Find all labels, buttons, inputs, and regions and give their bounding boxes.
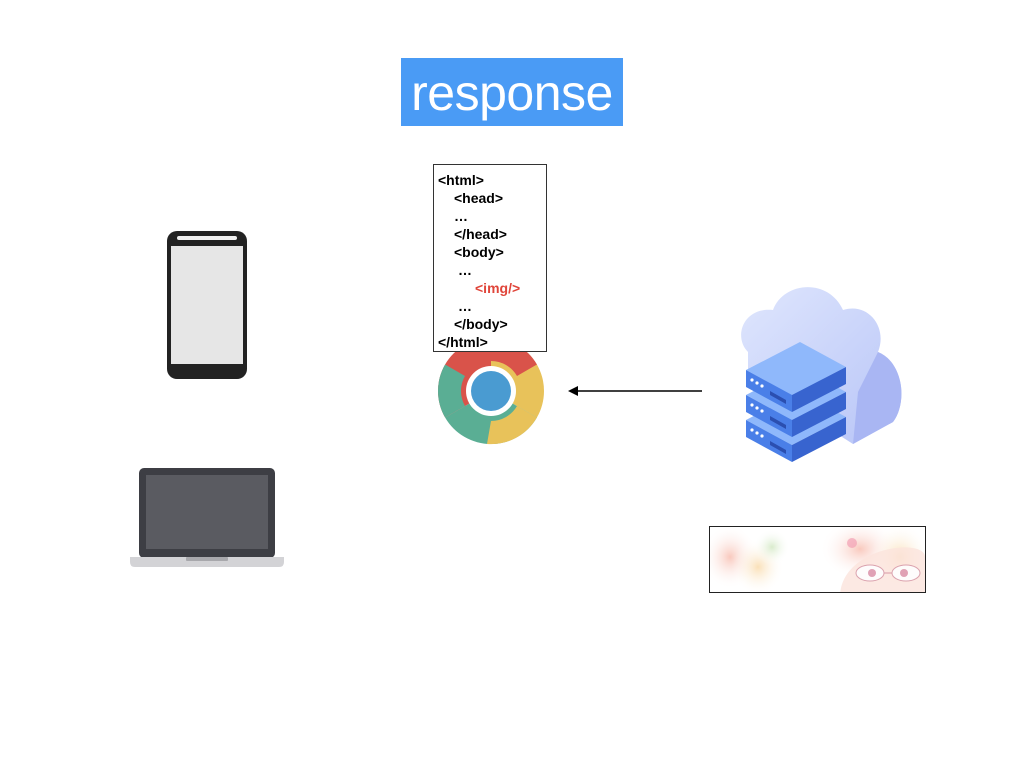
- code-line: …: [458, 262, 472, 278]
- slide-title: response: [401, 58, 623, 126]
- code-line: <html>: [438, 172, 484, 188]
- code-line-img: <img/>: [475, 280, 521, 296]
- code-line: </html>: [438, 334, 488, 350]
- response-arrow: [568, 386, 702, 396]
- code-line: </head>: [454, 226, 507, 242]
- laptop-icon: [130, 468, 284, 567]
- chrome-browser-icon: [437, 338, 545, 445]
- code-line: …: [454, 208, 468, 224]
- code-line: …: [458, 298, 472, 314]
- image-thumbnail: [709, 526, 926, 593]
- code-line: <head>: [454, 190, 504, 206]
- code-line: </body>: [454, 316, 508, 332]
- html-code-box: <html> <head> … </head> <body> … <img/> …: [433, 164, 547, 352]
- smartphone-icon: [167, 231, 247, 379]
- cloud-server-icon: [741, 287, 902, 462]
- code-line: <body>: [454, 244, 504, 260]
- image-thumbnail-art: [710, 527, 925, 592]
